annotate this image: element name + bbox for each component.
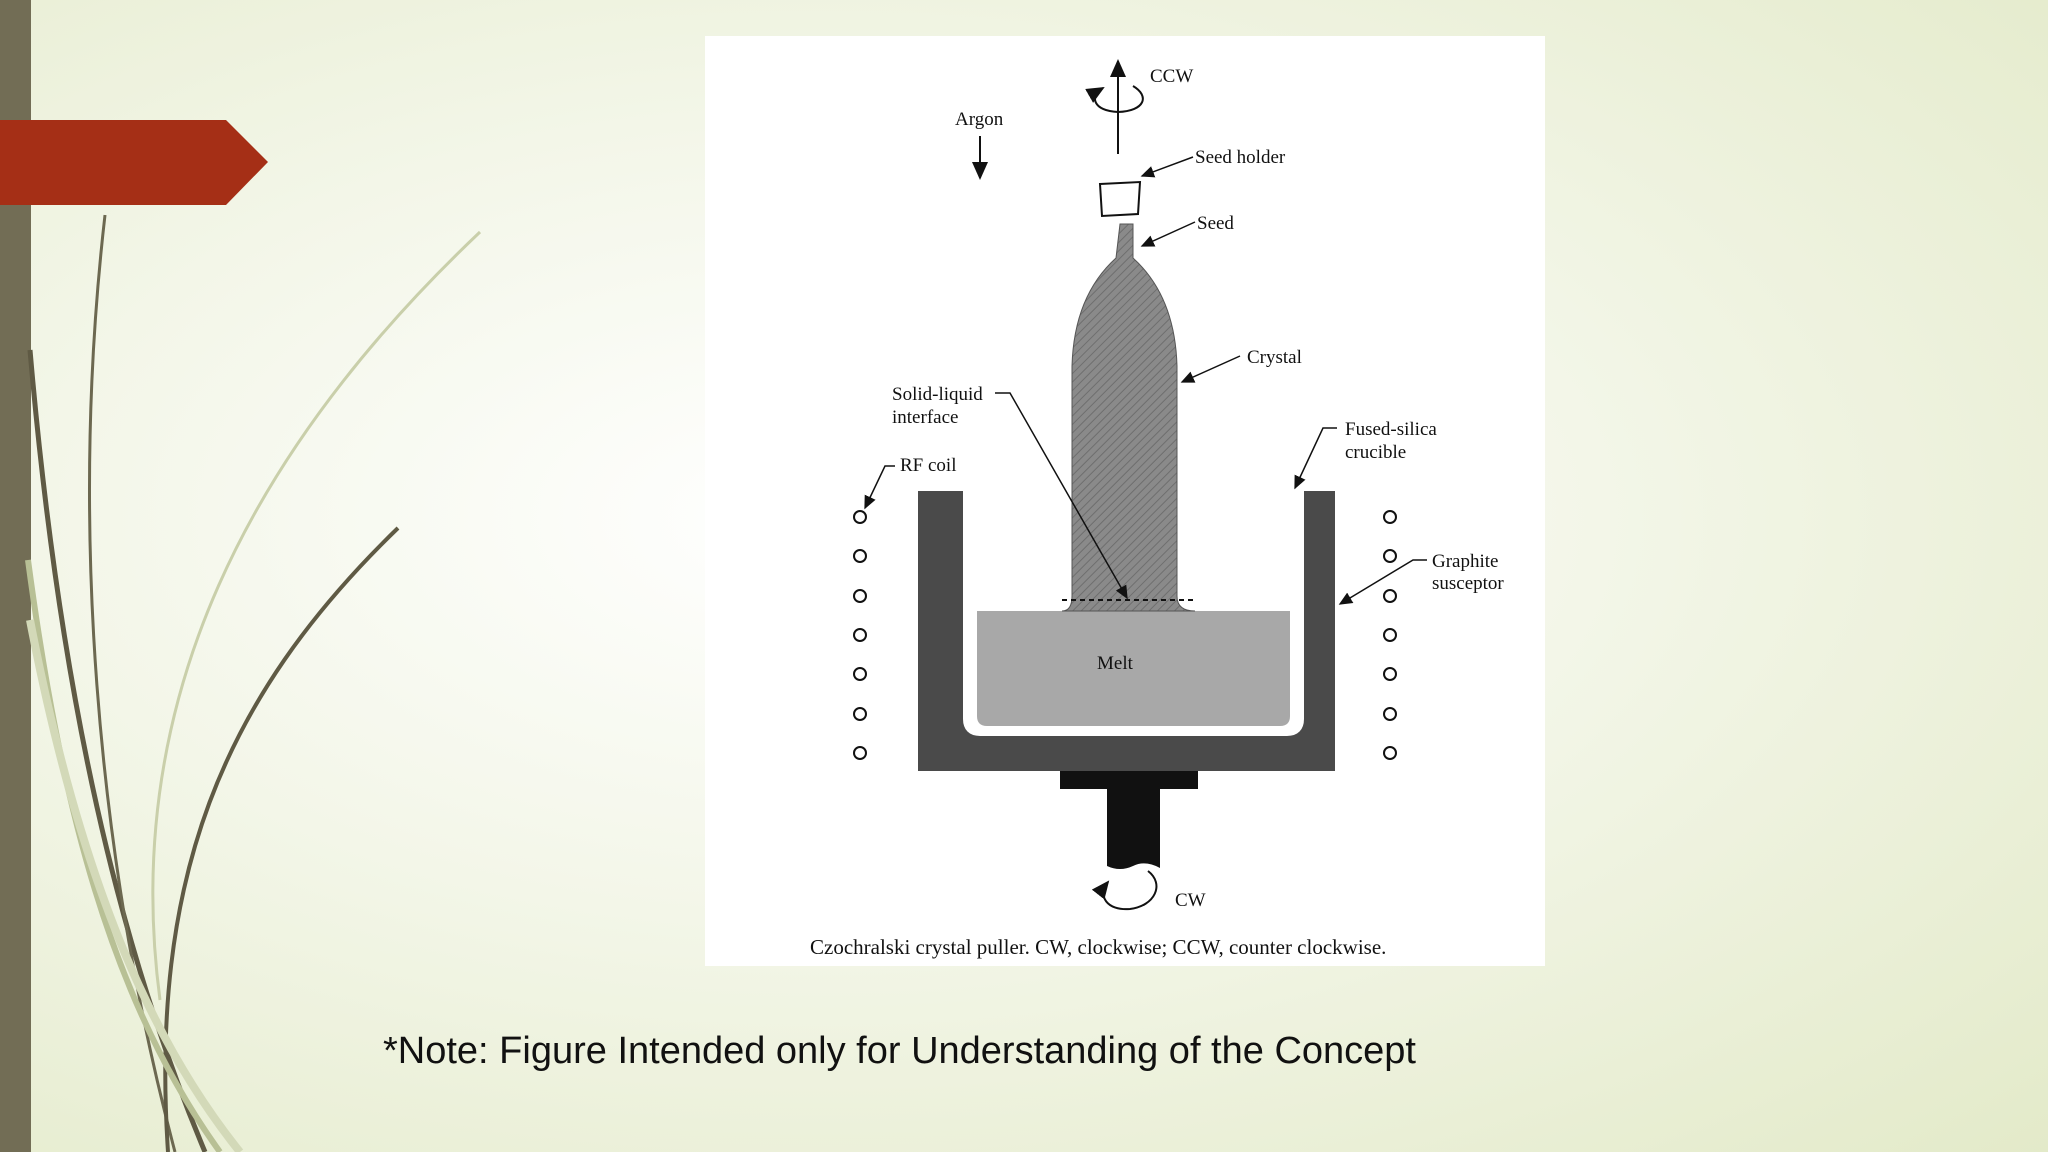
melt — [977, 611, 1290, 726]
fused-silica-label-line2: crucible — [1345, 442, 1406, 463]
title-arrow-tab — [0, 120, 268, 205]
seed-label: Seed — [1197, 213, 1234, 234]
ccw-label: CCW — [1150, 66, 1193, 87]
argon-label: Argon — [955, 109, 1004, 130]
rf-coil-left — [853, 510, 867, 760]
solid-liquid-label-line2: interface — [892, 407, 958, 428]
figure-caption: Czochralski crystal puller. CW, clockwis… — [810, 935, 1386, 959]
fused-silica-crucible — [963, 491, 1304, 736]
crystal-label: Crystal — [1247, 347, 1302, 368]
note-text: *Note: Figure Intended only for Understa… — [383, 1030, 1416, 1072]
seed-holder — [1098, 180, 1142, 218]
czochralski-figure: CCW Argon Seed holder Seed Crystal Solid… — [705, 36, 1545, 966]
rf-coil-right — [1383, 510, 1397, 760]
fused-silica-label-line1: Fused-silica — [1345, 419, 1437, 440]
ccw-rotation-arrow — [1085, 59, 1144, 154]
graphite-susceptor — [918, 491, 1335, 771]
graphite-label-line2: susceptor — [1432, 573, 1504, 594]
cw-rotation-arrow — [1091, 870, 1158, 911]
pedestal-plate — [1060, 771, 1198, 789]
czochralski-diagram: CCW Argon Seed holder Seed Crystal Solid… — [810, 59, 1504, 959]
melt-label: Melt — [1097, 653, 1134, 674]
rf-coil-label: RF coil — [900, 455, 956, 476]
solid-liquid-label-line1: Solid-liquid — [892, 384, 983, 405]
graphite-label-line1: Graphite — [1432, 551, 1498, 572]
decorative-curves — [25, 214, 482, 1152]
cw-label: CW — [1175, 890, 1206, 911]
pedestal-shaft — [1107, 789, 1160, 869]
seed-holder-label: Seed holder — [1195, 147, 1286, 168]
crystal — [1061, 223, 1196, 612]
